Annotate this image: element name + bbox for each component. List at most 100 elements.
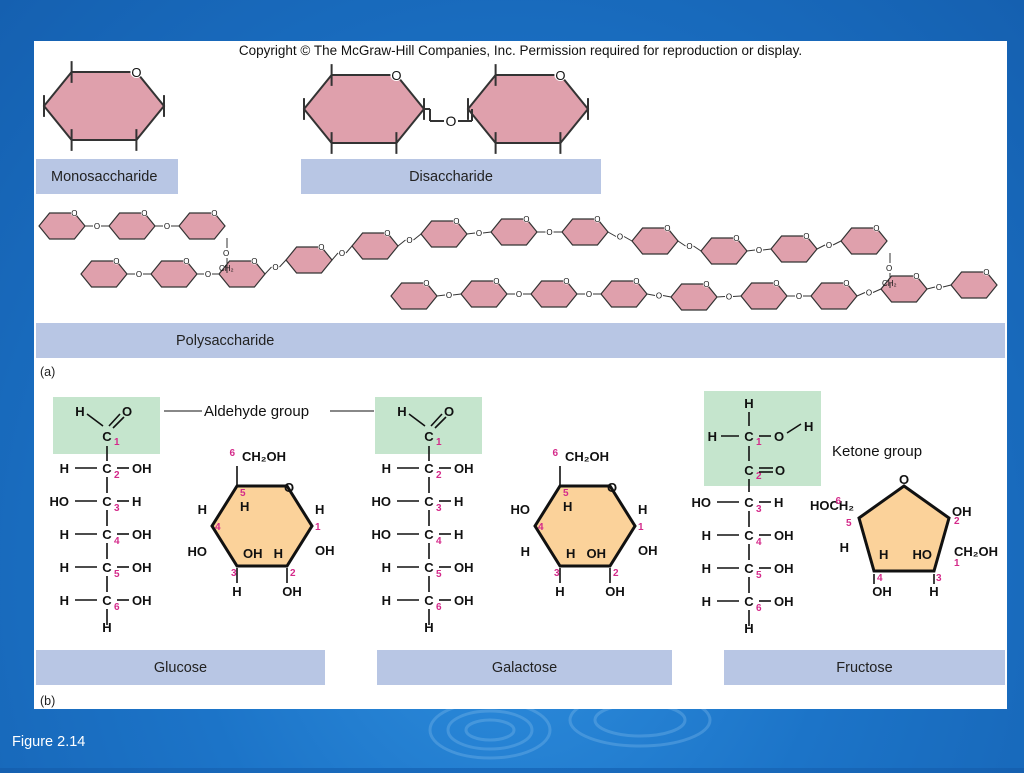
poly-row2-ring-1: O xyxy=(80,257,128,288)
svg-text:HO: HO xyxy=(913,547,933,562)
link-oxygen-label: O xyxy=(339,249,345,258)
poly-row2-ring-10: O xyxy=(700,234,748,265)
svg-text:2: 2 xyxy=(954,516,960,527)
svg-text:O: O xyxy=(444,404,454,419)
svg-text:C: C xyxy=(744,495,754,510)
copyright-notice: Copyright © The McGraw-Hill Companies, I… xyxy=(238,43,803,58)
glycosidic-bond xyxy=(732,295,742,297)
svg-text:C: C xyxy=(102,593,112,608)
svg-text:4: 4 xyxy=(756,537,762,548)
poly-row2-ring-3: O xyxy=(218,257,266,288)
svg-text:3: 3 xyxy=(114,503,120,514)
poly-row3-ring-4: O xyxy=(600,277,648,308)
svg-text:CH₂OH: CH₂OH xyxy=(954,544,998,559)
svg-text:H: H xyxy=(774,495,783,510)
svg-text:C: C xyxy=(102,494,112,509)
glycosidic-bond xyxy=(942,284,952,288)
glycosidic-bond xyxy=(646,293,656,296)
glycosidic-bond xyxy=(677,240,686,247)
poly-row2-ring-6: O xyxy=(420,217,468,248)
poly-row3-ring-1: O xyxy=(390,279,438,310)
svg-text:C: C xyxy=(424,494,434,509)
svg-text:1: 1 xyxy=(638,522,644,533)
ring-oxygen-label: O xyxy=(594,215,600,224)
svg-text:H: H xyxy=(702,594,711,609)
link-oxygen-label: O xyxy=(205,270,211,279)
polysaccharide-label: Polysaccharide xyxy=(36,323,1005,358)
svg-text:H: H xyxy=(232,584,241,599)
svg-text:H: H xyxy=(397,404,406,419)
svg-text:H: H xyxy=(240,499,249,514)
svg-text:H: H xyxy=(555,584,564,599)
svg-text:H: H xyxy=(563,499,572,514)
svg-text:O: O xyxy=(886,264,892,273)
svg-text:OH: OH xyxy=(282,584,302,599)
svg-text:H: H xyxy=(60,461,69,476)
link-oxygen-label: O xyxy=(546,228,552,237)
poly-row2-ring-2: O xyxy=(150,257,198,288)
svg-text:C: C xyxy=(424,560,434,575)
svg-text:OH: OH xyxy=(132,461,152,476)
glycosidic-bond xyxy=(413,233,422,241)
svg-text:O: O xyxy=(775,463,785,478)
svg-text:3: 3 xyxy=(436,503,442,514)
glycosidic-bond xyxy=(693,245,702,252)
svg-text:CH₂OH: CH₂OH xyxy=(242,449,286,464)
svg-text:C: C xyxy=(744,429,754,444)
link-oxygen-label: O xyxy=(866,289,872,298)
link-oxygen-label: O xyxy=(936,283,942,292)
ring-oxygen-label: O xyxy=(453,217,459,226)
poly-row2-ring-4: O xyxy=(285,243,333,274)
svg-text:4: 4 xyxy=(538,522,544,533)
svg-text:H: H xyxy=(382,461,391,476)
svg-text:H: H xyxy=(566,546,575,561)
ring-oxygen-label: O xyxy=(983,268,989,277)
disaccharide-ring-1: O xyxy=(302,64,426,154)
fructose-label: Fructose xyxy=(724,650,1005,685)
ring-oxygen-label: O xyxy=(843,279,849,288)
link-oxygen-label: O xyxy=(656,292,662,301)
glycosidic-bond xyxy=(436,294,446,297)
ring-oxygen-label: O xyxy=(913,272,919,281)
ring-oxygen-label: O xyxy=(131,65,141,80)
glucose-ring xyxy=(210,484,314,568)
glycosidic-bond xyxy=(746,249,756,252)
svg-text:5: 5 xyxy=(436,569,442,580)
svg-text:H: H xyxy=(744,621,753,636)
svg-text:CH₂: CH₂ xyxy=(219,264,234,273)
svg-text:H: H xyxy=(744,396,753,411)
glycosidic-bond xyxy=(856,292,866,297)
ring-oxygen-label: O xyxy=(391,68,401,83)
svg-text:C: C xyxy=(744,463,754,478)
glycosidic-bond xyxy=(816,244,826,250)
svg-text:C: C xyxy=(102,429,112,444)
ring-oxygen-label: O xyxy=(633,277,639,286)
glycosidic-bond xyxy=(397,239,406,247)
poly-row2-ring-8: O xyxy=(561,215,609,246)
poly-row3-ring-2: O xyxy=(460,277,508,308)
svg-text:OH: OH xyxy=(872,584,892,599)
ring-oxygen-label: O xyxy=(523,215,529,224)
glycosidic-bond xyxy=(345,245,353,254)
svg-text:H: H xyxy=(60,527,69,542)
svg-text:C: C xyxy=(744,594,754,609)
svg-text:2: 2 xyxy=(290,568,296,579)
ring-oxygen-label: O xyxy=(803,232,809,241)
svg-text:4: 4 xyxy=(877,573,883,584)
svg-text:3: 3 xyxy=(554,568,560,579)
part-a-label: (a) xyxy=(40,365,56,379)
svg-text:OH: OH xyxy=(638,543,658,558)
disaccharide-ring-2: O xyxy=(466,64,590,154)
svg-text:HO: HO xyxy=(372,494,392,509)
svg-text:C: C xyxy=(424,429,434,444)
svg-text:1: 1 xyxy=(114,437,120,448)
svg-text:HO: HO xyxy=(188,544,208,559)
ring-oxygen-label: O xyxy=(113,257,119,266)
disaccharide-label: Disaccharide xyxy=(301,159,601,194)
svg-text:6: 6 xyxy=(436,602,442,613)
svg-text:C: C xyxy=(744,528,754,543)
svg-text:OH: OH xyxy=(315,543,335,558)
svg-text:OH: OH xyxy=(454,461,474,476)
svg-text:OH: OH xyxy=(454,560,474,575)
